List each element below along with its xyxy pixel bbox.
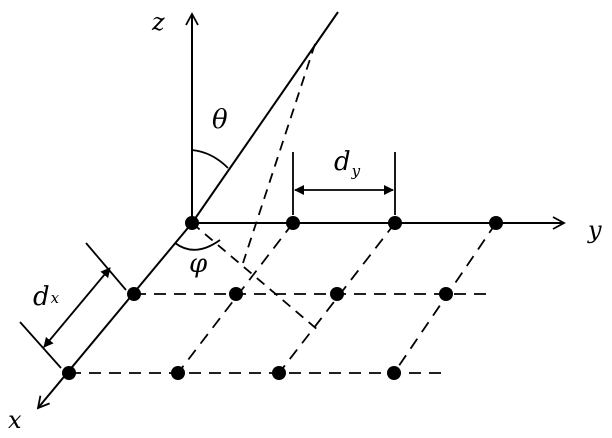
theta-label: θ bbox=[212, 105, 228, 135]
element-dot bbox=[62, 366, 76, 380]
dx-dimension-arrow bbox=[43, 267, 111, 348]
phi-arc bbox=[174, 239, 221, 251]
dx-extension-bottom bbox=[19, 321, 62, 369]
dx-extension-top bbox=[85, 242, 127, 291]
element-dot bbox=[127, 287, 141, 301]
element-dot bbox=[330, 287, 344, 301]
element-dot bbox=[286, 216, 300, 230]
z-axis-label: z bbox=[151, 8, 165, 36]
theta-arc bbox=[191, 149, 229, 169]
x-axis-label: x bbox=[8, 406, 22, 434]
projection-ground-dashed bbox=[191, 222, 319, 331]
grid-col-1 bbox=[177, 222, 294, 374]
y-axis-label: y bbox=[587, 216, 602, 244]
dx-label: dx bbox=[33, 282, 60, 312]
projection-vertical-dashed bbox=[242, 43, 316, 264]
element-dot bbox=[387, 366, 401, 380]
element-dot bbox=[185, 216, 199, 230]
phi-label: φ bbox=[189, 249, 208, 279]
grid-col-2 bbox=[278, 222, 396, 374]
x-axis bbox=[36, 222, 193, 410]
element-dot bbox=[388, 216, 402, 230]
element-dot bbox=[439, 287, 453, 301]
element-dot bbox=[171, 366, 185, 380]
dy-label: dy bbox=[334, 147, 361, 180]
element-dot bbox=[489, 216, 503, 230]
element-dot bbox=[272, 366, 286, 380]
element-dot bbox=[229, 287, 243, 301]
